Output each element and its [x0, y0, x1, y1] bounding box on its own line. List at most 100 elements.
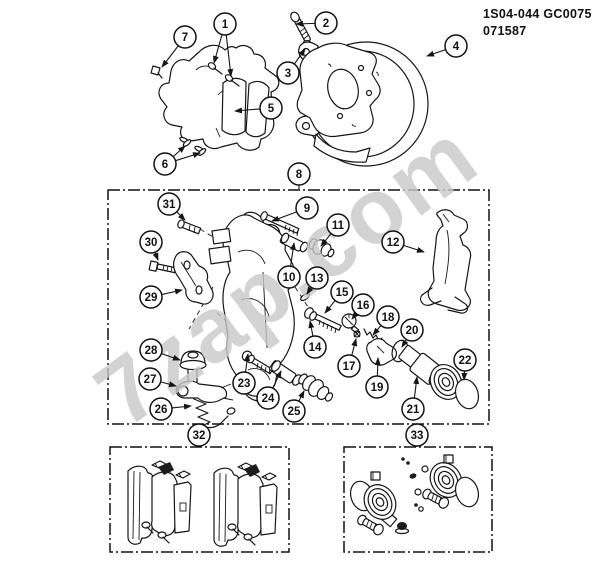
leader-arrow-23	[244, 353, 251, 373]
document-date-code: 071587	[483, 24, 527, 38]
callout-16[interactable]: 16	[351, 293, 375, 317]
document-part-code: 1S04-044 GC0075	[483, 7, 592, 21]
svg-text:2: 2	[323, 18, 329, 30]
part-clip-17	[353, 330, 361, 338]
callout-21[interactable]: 21	[401, 397, 425, 421]
callout-2[interactable]: 2	[314, 11, 338, 35]
leader-arrow-12	[403, 244, 425, 253]
svg-text:12: 12	[387, 237, 400, 249]
svg-text:22: 22	[459, 355, 472, 367]
svg-text:1: 1	[222, 19, 229, 31]
leader-arrow-26	[171, 403, 192, 410]
svg-text:7: 7	[182, 32, 188, 44]
leader-arrow-11	[320, 233, 332, 247]
callout-12[interactable]: 12	[381, 230, 405, 254]
callout-5[interactable]: 5	[259, 96, 283, 120]
svg-text:25: 25	[288, 406, 301, 418]
seal-kit-small-parts	[370, 454, 454, 535]
part-front-caliper-assembly	[150, 44, 280, 156]
svg-text:10: 10	[283, 272, 296, 284]
part-cam-lever-19	[366, 338, 398, 366]
part-adjuster-bolt-14	[304, 307, 342, 334]
callout-29[interactable]: 29	[139, 285, 163, 309]
svg-text:8: 8	[296, 169, 303, 181]
svg-text:20: 20	[406, 325, 419, 337]
leader-arrow-9	[271, 211, 297, 222]
leader-arrow-24	[272, 370, 282, 389]
part-pad-kit	[127, 460, 278, 547]
callout-20[interactable]: 20	[400, 318, 424, 342]
callout-23[interactable]: 23	[232, 371, 256, 395]
leader-arrow-20	[401, 339, 409, 348]
part-boot-25	[298, 373, 334, 402]
callout-8[interactable]: 8	[287, 162, 311, 186]
leader-arrow-29	[161, 288, 183, 296]
part-lever-bracket-29	[173, 251, 214, 305]
svg-text:5: 5	[268, 103, 275, 115]
svg-text:28: 28	[145, 345, 158, 357]
callout-27[interactable]: 27	[138, 367, 162, 391]
callout-28[interactable]: 28	[139, 338, 163, 362]
callout-14[interactable]: 14	[303, 335, 327, 359]
part-mounting-bolt	[290, 11, 311, 43]
leader-arrow-1	[225, 34, 234, 77]
leader-arrow-6	[175, 152, 201, 162]
svg-text:14: 14	[309, 342, 322, 354]
callout-33[interactable]: 33	[405, 423, 429, 447]
callout-30[interactable]: 30	[139, 230, 163, 254]
callout-18[interactable]: 18	[376, 305, 400, 329]
svg-text:11: 11	[332, 220, 345, 232]
leader-arrow-1	[213, 34, 223, 64]
callout-31[interactable]: 31	[157, 192, 181, 216]
svg-text:21: 21	[407, 404, 420, 416]
part-brake-pads-front	[221, 77, 270, 138]
svg-text:23: 23	[238, 378, 251, 390]
callout-9[interactable]: 9	[295, 196, 319, 220]
part-park-lever-27	[175, 365, 234, 404]
part-cam-disc-16	[341, 313, 360, 334]
part-lever-cap-28	[179, 350, 207, 371]
svg-text:31: 31	[163, 199, 176, 211]
callout-17[interactable]: 17	[337, 354, 361, 378]
callout-1[interactable]: 1	[213, 12, 237, 36]
callout-4[interactable]: 4	[444, 34, 468, 58]
leader-lines	[152, 20, 468, 447]
svg-text:26: 26	[155, 404, 168, 416]
svg-text:13: 13	[311, 273, 324, 285]
leader-arrow-6	[172, 145, 186, 158]
callout-6[interactable]: 6	[153, 152, 177, 176]
leader-arrow-13	[306, 286, 314, 295]
callout-32[interactable]: 32	[187, 423, 211, 447]
leader-arrow-30	[152, 252, 159, 261]
leader-arrow-5	[234, 107, 261, 114]
svg-text:15: 15	[336, 287, 349, 299]
part-bolt-30	[148, 260, 177, 274]
leader-arrow-14	[308, 320, 315, 337]
callout-7[interactable]: 7	[173, 25, 197, 49]
svg-text:33: 33	[411, 430, 424, 442]
leader-arrow-4	[426, 49, 446, 57]
svg-text:3: 3	[285, 68, 291, 80]
leader-arrow-27	[160, 381, 177, 388]
callout-26[interactable]: 26	[149, 397, 173, 421]
svg-text:24: 24	[262, 393, 275, 405]
callout-22[interactable]: 22	[453, 348, 477, 372]
callout-11[interactable]: 11	[326, 213, 350, 237]
callout-3[interactable]: 3	[276, 61, 300, 85]
leader-arrow-25	[298, 390, 305, 402]
callout-24[interactable]: 24	[256, 386, 280, 410]
leader-arrow-21	[413, 376, 420, 399]
svg-text:4: 4	[453, 41, 460, 53]
callout-13[interactable]: 13	[305, 266, 329, 290]
callout-15[interactable]: 15	[330, 280, 354, 304]
leader-arrow-19	[374, 357, 381, 377]
callout-10[interactable]: 10	[277, 265, 301, 289]
leader-arrow-7	[161, 45, 179, 68]
part-piston-boot-22	[429, 364, 480, 410]
leader-arrow-15	[324, 300, 336, 314]
callout-19[interactable]: 19	[365, 375, 389, 399]
part-bleeder-screw-front	[150, 65, 163, 79]
callout-25[interactable]: 25	[282, 399, 306, 423]
